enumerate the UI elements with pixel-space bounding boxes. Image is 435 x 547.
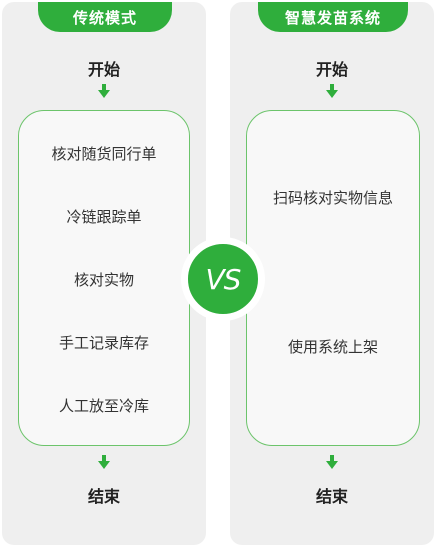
- down-arrow-icon: [98, 455, 110, 469]
- smart-system-panel: 智慧发苗系统 开始 扫码核对实物信息 使用系统上架 结束: [230, 2, 434, 545]
- step-item: 核对随货同行单: [51, 145, 157, 163]
- step-item: 使用系统上架: [287, 338, 378, 356]
- step-item: 手工记录库存: [58, 334, 149, 352]
- right-end-label: 结束: [315, 487, 348, 506]
- traditional-mode-panel: 传统模式 开始 核对随货同行单 冷链跟踪单 核对实物 手工记录库存 人工放至冷库…: [2, 2, 206, 545]
- traditional-mode-title: 传统模式: [38, 2, 172, 32]
- step-item: 冷链跟踪单: [66, 208, 142, 226]
- smart-system-title: 智慧发苗系统: [258, 2, 408, 32]
- down-arrow-icon: [326, 84, 338, 98]
- vs-badge: VS: [181, 237, 265, 321]
- down-arrow-icon: [98, 84, 110, 98]
- step-item: 人工放至冷库: [58, 397, 149, 415]
- right-start-label: 开始: [315, 60, 348, 79]
- step-item: 扫码核对实物信息: [272, 189, 393, 207]
- step-item: 核对实物: [73, 271, 134, 289]
- left-start-label: 开始: [87, 60, 120, 79]
- traditional-steps-box: 核对随货同行单 冷链跟踪单 核对实物 手工记录库存 人工放至冷库: [18, 110, 190, 446]
- smart-steps-box: 扫码核对实物信息 使用系统上架: [246, 110, 420, 446]
- left-end-label: 结束: [87, 487, 120, 506]
- down-arrow-icon: [326, 455, 338, 469]
